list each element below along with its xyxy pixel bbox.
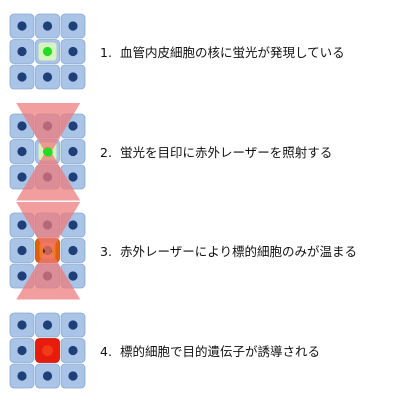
cell-nucleus (68, 172, 78, 182)
cell-nucleus (17, 146, 27, 157)
endothelial-cell (9, 338, 35, 363)
endothelial-cell (60, 13, 86, 39)
induced-nucleus (42, 345, 53, 356)
cell-nucleus (68, 146, 78, 157)
cell-nucleus (42, 21, 53, 31)
endothelial-cell (35, 363, 60, 389)
cell-nucleus (17, 172, 27, 182)
step-3-label: 3. 赤外レーザーにより標的細胞のみが温まる (100, 244, 357, 259)
endothelial-cell (35, 13, 60, 39)
cell-nucleus (17, 220, 27, 230)
endothelial-cell (60, 312, 86, 338)
cell-nucleus (68, 345, 78, 356)
cell-nucleus (17, 21, 27, 31)
step-1-label: 1. 血管内皮細胞の核に蛍光が発現している (100, 45, 345, 60)
cell-nucleus (68, 46, 78, 57)
step-4-label: 4. 標的細胞で目的遺伝子が誘導される (100, 344, 320, 359)
step-description: 血管内皮細胞の核に蛍光が発現している (120, 45, 345, 60)
endothelial-cell (35, 64, 60, 90)
step-4-panel: 4. 標的細胞で目的遺伝子が誘導される (9, 312, 320, 389)
cell-nucleus (68, 121, 78, 131)
cell-nucleus (17, 320, 27, 330)
endothelial-cell (35, 312, 60, 338)
endothelial-cell (60, 338, 86, 363)
step-description: 蛍光を目印に赤外レーザーを照射する (120, 145, 332, 160)
cell-nucleus (17, 271, 27, 281)
cell-nucleus (42, 320, 53, 330)
target-cell (35, 338, 60, 363)
cell-nucleus (68, 320, 78, 330)
step-2-panel: 2. 蛍光を目印に赤外レーザーを照射する (9, 103, 332, 201)
cell-nucleus (68, 220, 78, 230)
cell-nucleus (17, 46, 27, 57)
endothelial-cell (60, 363, 86, 389)
step-description: 標的細胞で目的遺伝子が誘導される (120, 344, 320, 359)
cell-nucleus (68, 21, 78, 31)
laser-hourglass (16, 202, 81, 300)
step-description: 赤外レーザーにより標的細胞のみが温まる (120, 244, 357, 259)
target-cell (35, 39, 60, 64)
step-number: 1. (100, 45, 112, 60)
cell-nucleus (17, 121, 27, 131)
endothelial-cell (60, 64, 86, 90)
endothelial-cell (60, 139, 86, 164)
cell-nucleus (68, 72, 78, 82)
step-number: 2. (100, 145, 112, 160)
endothelial-cell (9, 312, 35, 338)
fluorescent-nucleus (42, 46, 53, 57)
cell-nucleus (17, 245, 27, 256)
step-3-panel: 3. 赤外レーザーにより標的細胞のみが温まる (9, 202, 357, 300)
step-number: 3. (100, 244, 112, 259)
endothelial-cell (9, 39, 35, 64)
step-2-label: 2. 蛍光を目印に赤外レーザーを照射する (100, 145, 332, 160)
endothelial-cell (9, 363, 35, 389)
cell-nucleus (68, 245, 78, 256)
infrared-laser-beam (16, 103, 81, 201)
cell-nucleus (68, 271, 78, 281)
cell-nucleus (42, 371, 53, 381)
step-number: 4. (100, 344, 112, 359)
step-1-panel: 1. 血管内皮細胞の核に蛍光が発現している (9, 13, 345, 90)
endothelial-cell (60, 238, 86, 263)
step-panels: 1. 血管内皮細胞の核に蛍光が発現している 2. 蛍光を目印に赤外レーザーを照射する 3… (9, 13, 357, 389)
endothelial-cell (9, 64, 35, 90)
cell-nucleus (17, 345, 27, 356)
infrared-laser-beam (16, 202, 81, 300)
cell-nucleus (17, 72, 27, 82)
endothelial-cell (60, 39, 86, 64)
cell-nucleus (42, 72, 53, 82)
endothelial-cell (9, 139, 35, 164)
laser-focus-nucleus (43, 147, 53, 157)
cell-nucleus (68, 371, 78, 381)
cell-nucleus (17, 371, 27, 381)
endothelial-cell (9, 238, 35, 263)
endothelial-cell (9, 13, 35, 39)
